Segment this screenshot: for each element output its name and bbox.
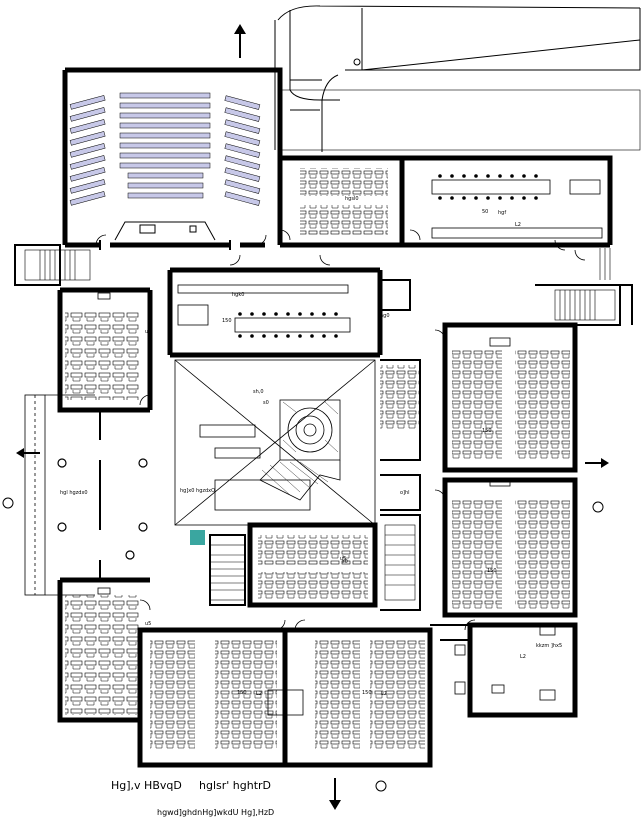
office-furniture <box>97 292 556 716</box>
auditorium-seating <box>69 92 261 206</box>
label-room-top-right-cap: 50 <box>482 209 488 215</box>
label-lobby-top: sh,0 <box>253 389 264 395</box>
label-lecture-right-2: 150 <box>487 568 497 574</box>
label-hall-center: hg]x0 hgzdxO <box>180 488 215 494</box>
label-mid-class: u5 <box>340 556 346 562</box>
atrium <box>174 359 376 526</box>
label-bottom-hall-2-num: 150 <box>362 690 372 696</box>
conference-chairs <box>238 174 538 338</box>
label-room-top-mid: hgsl0 <box>345 196 359 202</box>
atrium-pattern <box>199 399 341 511</box>
classroom-desks <box>65 168 570 750</box>
label-bottom-hall-2-cap: L2 <box>381 691 387 697</box>
label-conf-left: hgk0 <box>232 292 244 298</box>
label-room-top-right-num: L2 <box>515 222 521 228</box>
north-arrow-icon <box>234 24 246 58</box>
room-labels: hgsl0 50 hgf L2 hgk0 150 hg0 u5 hgl hgzd… <box>60 196 562 697</box>
atrium-hatch <box>261 401 339 496</box>
doors <box>95 229 586 631</box>
auditorium-stage <box>114 221 216 241</box>
label-small-room: s0 <box>263 400 269 406</box>
label-stair: s0 <box>342 559 348 565</box>
label-conf-center: hg0 <box>380 313 390 319</box>
label-bottom-hall-1-num: 150 <box>237 690 247 696</box>
label-bottom-hall-1-cap: L2 <box>256 691 262 697</box>
west-arrow-icon <box>16 448 40 458</box>
elevator-marker <box>190 530 205 545</box>
label-conf-center-num: 150 <box>222 318 232 324</box>
legend-line-1b: hglsr' hghtrD <box>199 779 272 792</box>
label-room-top-right-name: hgf <box>498 210 506 216</box>
label-office-right-sub: kkzm ]hx5 <box>536 643 562 649</box>
legend-line-2: hgwd]ghdnHg]wkdU Hg],HzD <box>157 808 275 817</box>
legend-line-1a: Hg],v HBvqD <box>111 779 182 792</box>
label-lower-left-class: u5 <box>145 621 151 627</box>
section-marker-icon <box>2 497 604 792</box>
columns <box>57 458 148 560</box>
stairs <box>24 248 616 601</box>
label-office-right: L2 <box>520 654 526 660</box>
south-arrow-icon <box>329 778 341 810</box>
conference-tables <box>177 179 603 333</box>
east-arrow-icon <box>585 458 609 468</box>
label-hall-left: hgl hgzdx0 <box>60 490 88 496</box>
label-wc: o]hl <box>400 490 410 496</box>
label-upper-left-class: u5 <box>145 329 151 335</box>
label-lecture-right-1: 150 <box>482 428 492 434</box>
